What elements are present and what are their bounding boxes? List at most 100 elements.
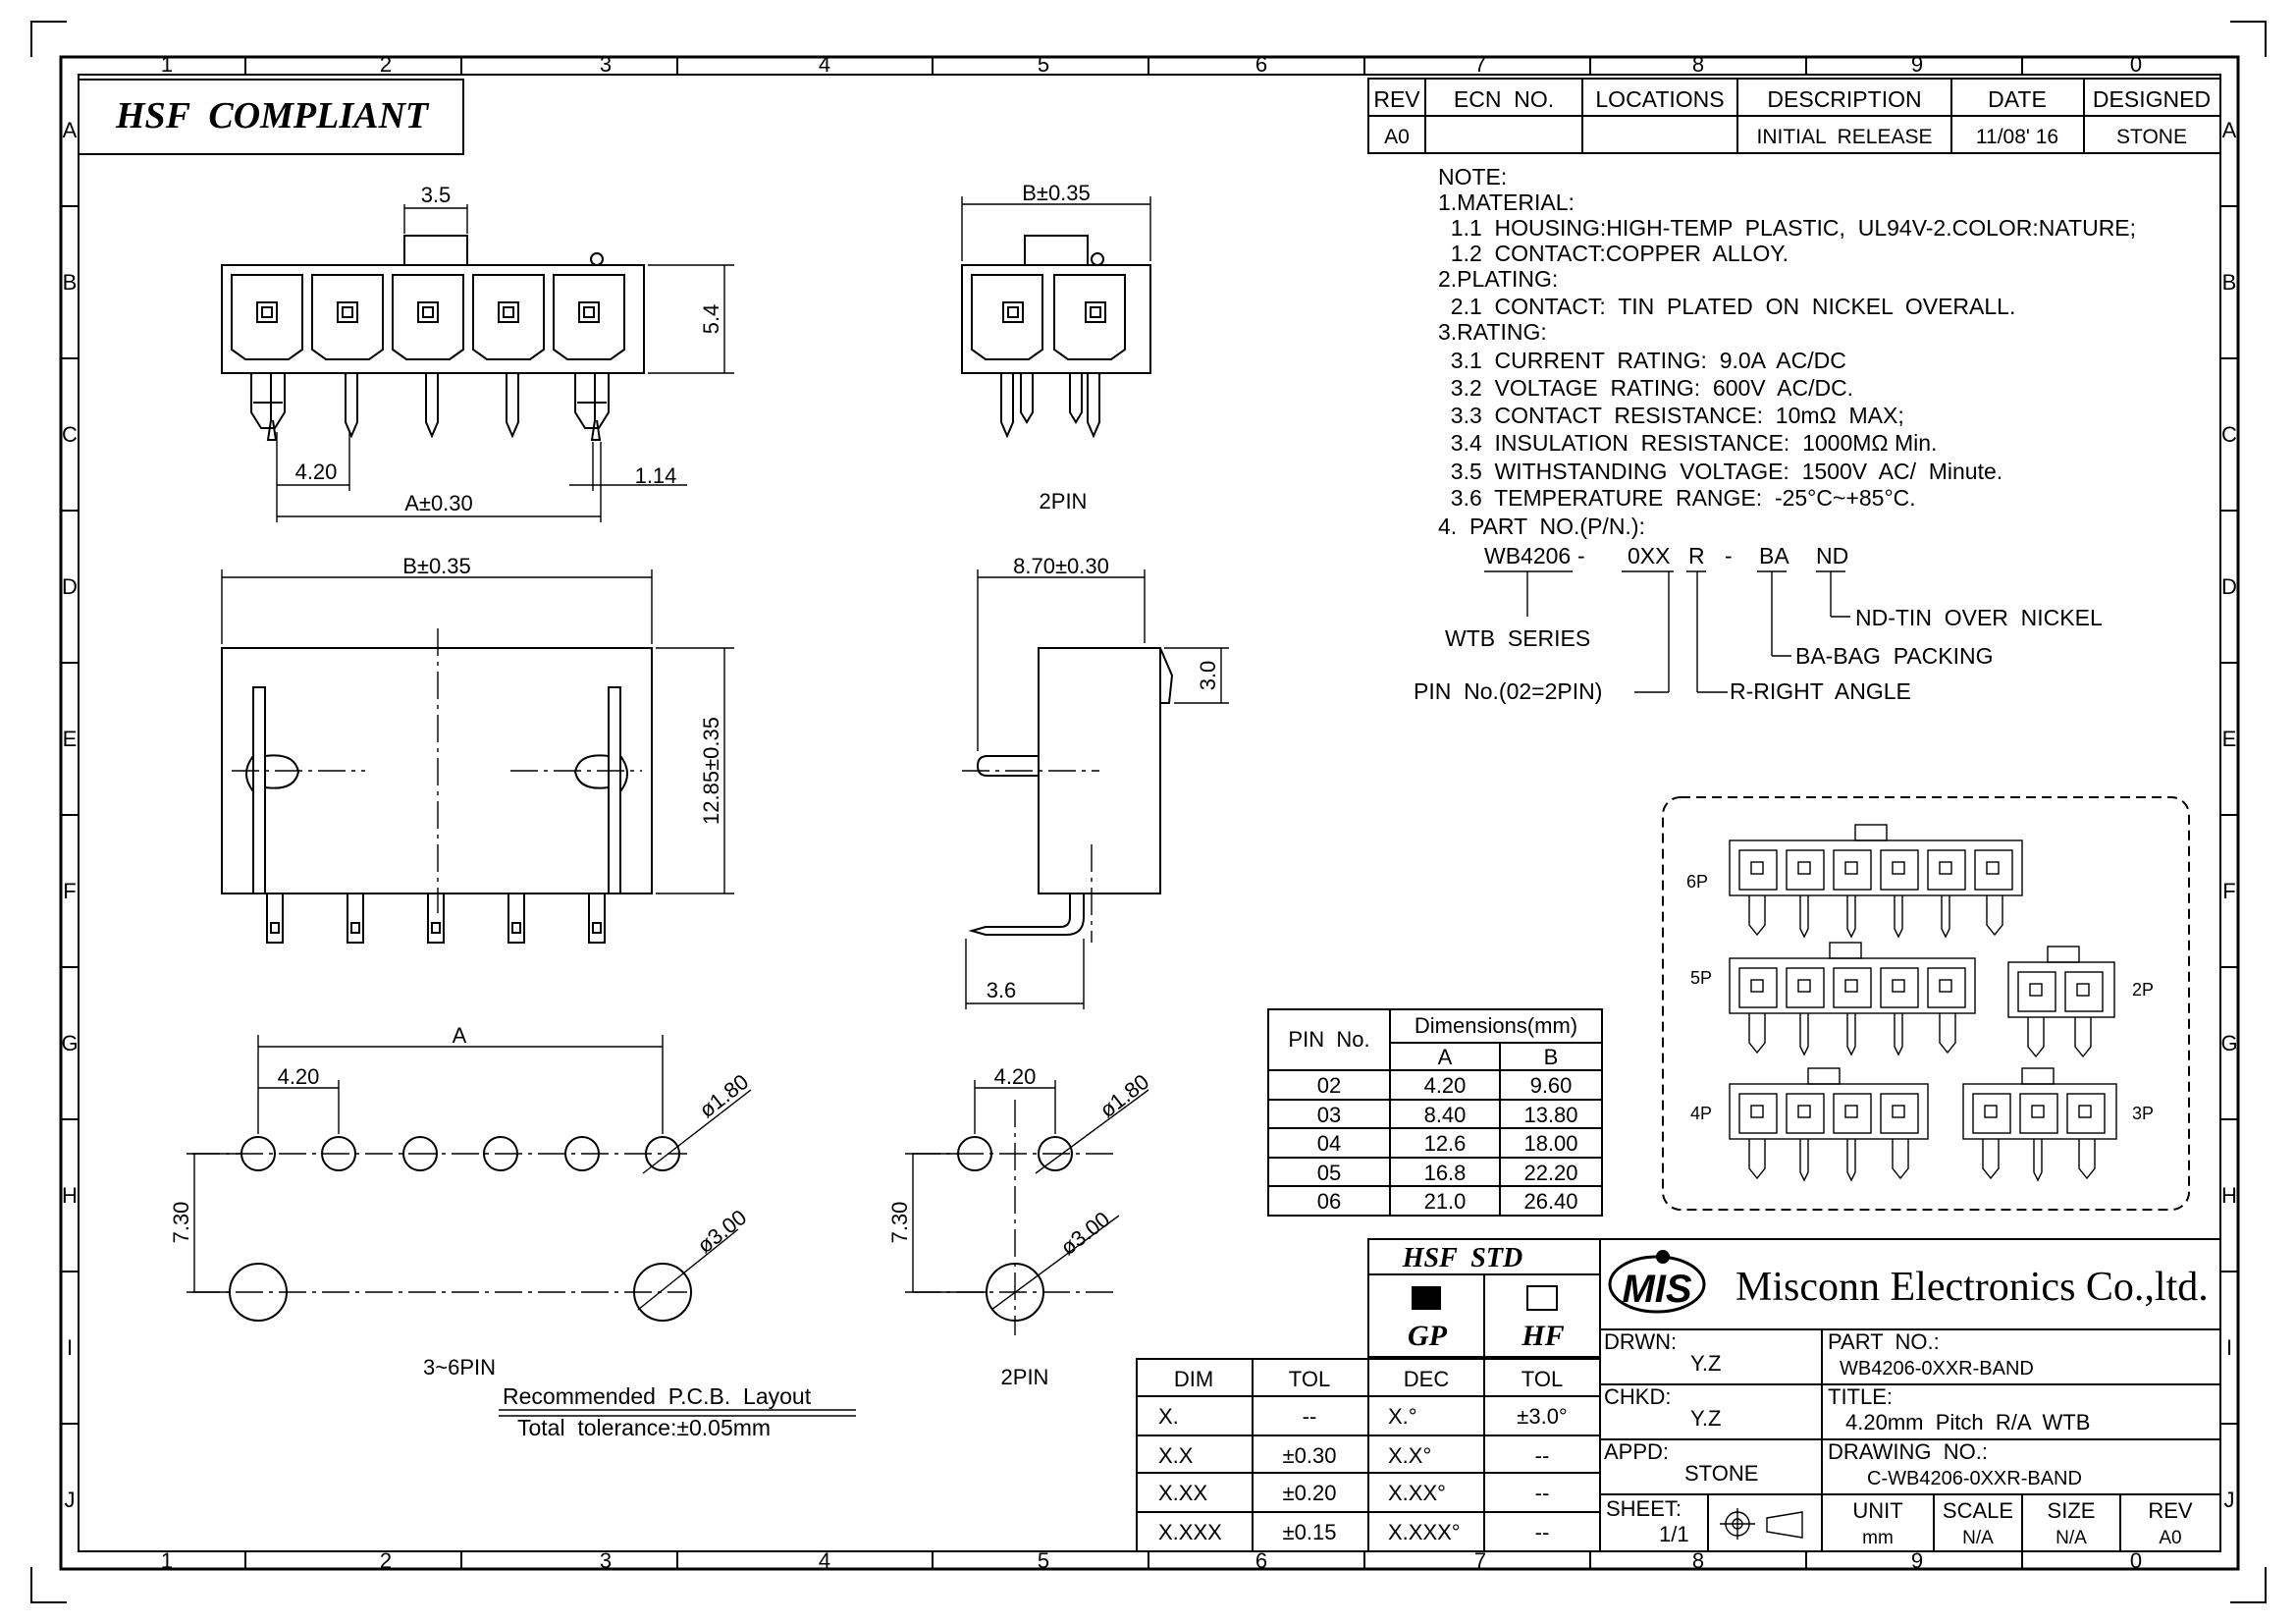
drawing-no-label: DRAWING NO.: (1828, 1439, 1988, 1464)
pcb-small-hole-dim: ø1.80 (695, 1069, 754, 1122)
row-label-left: A (63, 118, 78, 142)
col-label-bottom: 7 (1474, 1548, 1486, 1573)
pn-packing: BA (1759, 543, 1789, 568)
side-tail-dim: 3.6 (987, 978, 1017, 1002)
tol-cell: ±0.15 (1283, 1520, 1337, 1544)
tolerance-table: DIM TOL DEC TOL X. -- X.° ±3.0° X.X ±0.3… (1136, 1358, 1601, 1552)
drwn-value: Y.Z (1690, 1351, 1721, 1376)
tol-cell: X.XXX° (1388, 1520, 1461, 1544)
variant-label-6p: 6P (1686, 872, 1708, 892)
rev-header-rev: REV (1373, 86, 1420, 112)
row-label-right: H (2221, 1183, 2237, 1208)
dim-table-col-a: A (1438, 1045, 1453, 1069)
drawing-no-value: C-WB4206-0XXR-BAND (1867, 1468, 2082, 1489)
tol-cell: X.X° (1388, 1443, 1431, 1468)
side-latch-dim: 3.0 (1196, 661, 1220, 691)
company-logo-text: MIS (1622, 1268, 1691, 1311)
dim-table-pin: 05 (1317, 1161, 1341, 1185)
front-view: 3.5 5.4 4.20 1.14 A±0.30 (221, 183, 734, 522)
row-label-right: F (2222, 879, 2235, 903)
dim-table-pin: 03 (1317, 1103, 1341, 1127)
note-line: 3.RATING: (1438, 319, 1547, 345)
note-line: 3.6 TEMPERATURE RANGE: -25°C~+85°C. (1438, 485, 1916, 511)
tol-header-dim: DIM (1174, 1367, 1213, 1391)
pn-dash: - (1577, 543, 1585, 568)
pcb-large-hole2-dim: ø3.00 (1056, 1207, 1115, 1260)
dim-table-b: 22.20 (1523, 1161, 1577, 1185)
revision-table: REV ECN NO. LOCATIONS DESCRIPTION DATE D… (1367, 78, 2221, 154)
unit-label: UNIT (1852, 1498, 1902, 1523)
variant-label-4p: 4P (1690, 1104, 1712, 1123)
tol-cell: X.° (1388, 1404, 1417, 1429)
tol-cell: X.XX (1158, 1481, 1207, 1505)
pcb-small-hole2-dim: ø1.80 (1095, 1069, 1154, 1122)
row-label-right: C (2221, 422, 2237, 447)
tol-header-tol: TOL (1289, 1367, 1330, 1391)
col-label-top: 8 (1692, 52, 1704, 77)
pcb-label-two: 2PIN (1001, 1365, 1049, 1389)
tol-cell: X.XX° (1388, 1481, 1446, 1505)
two-pin-width-dim: B±0.35 (1022, 181, 1091, 205)
col-label-top: 0 (2130, 52, 2142, 77)
front-pitch-dim: 3.5 (421, 183, 452, 207)
sheet-value: 1/1 (1659, 1522, 1689, 1546)
rev-header-description: DESCRIPTION (1767, 86, 1921, 112)
variant-label-2p: 2P (2132, 980, 2154, 1000)
row-label-right: B (2222, 270, 2237, 295)
pcb-label-multi: 3~6PIN (423, 1355, 496, 1380)
tol-cell: X. (1158, 1404, 1179, 1429)
top-height-dim: 12.85±0.35 (699, 717, 723, 825)
tol-cell: -- (1535, 1443, 1550, 1468)
company-logo: MIS (1608, 1250, 1706, 1314)
variant-5p (1729, 942, 1976, 1056)
col-label-top: 6 (1255, 52, 1267, 77)
pn-legend-pins: PIN No.(02=2PIN) (1414, 678, 1602, 704)
tol-cell: ±3.0° (1517, 1404, 1567, 1429)
col-label-bottom: 9 (1911, 1548, 1923, 1573)
pn-legend-series: WTB SERIES (1445, 625, 1590, 651)
appd-label: APPD: (1604, 1439, 1669, 1464)
col-label-top: 7 (1474, 52, 1486, 77)
dim-table-a: 21.0 (1424, 1189, 1467, 1214)
row-label-right: A (2222, 118, 2237, 142)
sheet-label: SHEET: (1606, 1496, 1682, 1521)
tol-cell: -- (1303, 1404, 1317, 1429)
row-label-left: G (61, 1031, 78, 1056)
col-label-bottom: 6 (1255, 1548, 1267, 1573)
unit-value: mm (1862, 1528, 1894, 1548)
dim-table-b: 9.60 (1530, 1073, 1573, 1098)
gp-swatch (1412, 1286, 1441, 1310)
title-label: TITLE: (1828, 1384, 1893, 1409)
pn-plating: ND (1816, 543, 1848, 568)
notes-title: NOTE: (1438, 164, 1507, 189)
dim-table-a: 12.6 (1424, 1131, 1467, 1156)
size-label: SIZE (2048, 1498, 2096, 1523)
side-view: 8.70±0.30 3.0 3.6 (962, 554, 1229, 1009)
hsf-compliant-label: HSF COMPLIANT (115, 95, 430, 136)
row-label-right: J (2224, 1488, 2235, 1512)
note-line: 3.1 CURRENT RATING: 9.0A AC/DC (1438, 348, 1846, 373)
col-label-top: 4 (819, 52, 830, 77)
rev-header-ecn: ECN NO. (1454, 86, 1554, 112)
row-label-left: I (67, 1335, 73, 1360)
pcb-pitch-dim: 4.20 (278, 1064, 320, 1089)
appd-value: STONE (1684, 1461, 1758, 1486)
pcb-layout-two: 4.20 ø1.80 ø3.00 7.30 2PIN (887, 1064, 1153, 1389)
hsf-std-block: HSF STD GP HF (1367, 1238, 1601, 1358)
front-offset-dim: 1.14 (635, 463, 677, 488)
col-label-bottom: 0 (2130, 1548, 2142, 1573)
variant-label-5p: 5P (1690, 968, 1712, 988)
top-view: B±0.35 12.85±0.35 (221, 554, 734, 944)
hsf-std-title: HSF STD (1402, 1243, 1522, 1273)
pcb-tolerance: Total tolerance:±0.05mm (517, 1415, 771, 1440)
col-label-bottom: 8 (1692, 1548, 1704, 1573)
rev-cell-date: 11/08' 16 (1976, 126, 2058, 148)
scale-value: N/A (1962, 1528, 1994, 1548)
tol-header-tol2: TOL (1522, 1367, 1563, 1391)
dim-table-a: 16.8 (1424, 1161, 1467, 1185)
chkd-label: CHKD: (1604, 1384, 1671, 1409)
note-line: 1.2 CONTACT:COPPER ALLOY. (1438, 241, 1789, 266)
note-line: 1.MATERIAL: (1438, 189, 1575, 215)
tol-cell: ±0.30 (1283, 1443, 1337, 1468)
top-width-dim: B±0.35 (402, 554, 471, 578)
